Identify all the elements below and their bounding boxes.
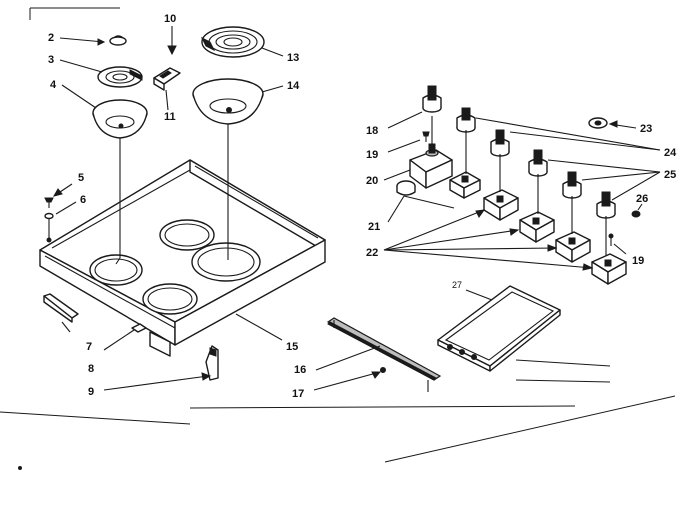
callout-22: 22 xyxy=(366,247,378,259)
oven-thermostat xyxy=(409,143,453,189)
callout-25: 25 xyxy=(664,169,676,181)
control-knob-b xyxy=(490,129,510,157)
callout-7: 7 xyxy=(86,341,92,353)
clip xyxy=(131,323,147,333)
screw-17 xyxy=(380,367,386,373)
thermostat-ring xyxy=(396,180,416,196)
control-knob-c xyxy=(528,149,548,177)
callout-15: 15 xyxy=(286,341,298,353)
small-surface-element xyxy=(97,66,143,88)
washer-6 xyxy=(44,212,54,220)
callout-2: 2 xyxy=(48,32,54,44)
knob-insert xyxy=(588,117,608,129)
callout-18: 18 xyxy=(366,125,378,137)
control-glass xyxy=(437,285,561,372)
callout-numbers: 2 3 4 10 11 13 14 5 6 7 8 9 15 16 17 18 … xyxy=(48,13,677,400)
large-drip-bowl xyxy=(192,78,264,125)
callout-11: 11 xyxy=(164,111,176,123)
screw-19-bottom xyxy=(608,233,614,246)
callout-3: 3 xyxy=(48,54,54,66)
trim-strip xyxy=(326,317,442,392)
callout-21: 21 xyxy=(368,221,380,233)
callout-4: 4 xyxy=(50,79,57,91)
screw-19-top xyxy=(422,131,430,142)
control-knob-e xyxy=(596,191,616,219)
callout-14: 14 xyxy=(287,80,300,92)
control-knob-18 xyxy=(422,85,442,113)
callout-23: 23 xyxy=(640,123,652,135)
control-bracket xyxy=(205,345,219,381)
infinite-switch-b xyxy=(483,189,519,221)
scan-marks xyxy=(0,7,676,470)
cooktop-panel xyxy=(39,159,326,357)
small-drip-bowl xyxy=(92,99,148,139)
callout-26: 26 xyxy=(636,193,648,205)
callout-24: 24 xyxy=(664,147,677,159)
control-knob-d xyxy=(562,171,582,199)
infinite-switch-e xyxy=(591,253,627,285)
element-cap xyxy=(109,35,127,46)
callout-17: 17 xyxy=(292,388,304,400)
terminal-block xyxy=(153,67,181,91)
knob-insert-26 xyxy=(631,210,641,218)
screw-small xyxy=(46,237,52,243)
infinite-switch-c xyxy=(519,211,555,243)
infinite-switch-a xyxy=(449,171,481,199)
callout-19-top: 19 xyxy=(366,149,378,161)
control-knob-a xyxy=(456,107,476,133)
callout-10: 10 xyxy=(164,13,176,25)
callout-8: 8 xyxy=(88,363,94,375)
leader-lines xyxy=(48,26,661,391)
callout-6: 6 xyxy=(80,194,86,206)
callout-5: 5 xyxy=(78,172,84,184)
callout-20: 20 xyxy=(366,175,378,187)
infinite-switch-d xyxy=(555,231,591,263)
large-surface-element xyxy=(200,26,265,58)
callout-19-bottom: 19 xyxy=(632,255,644,267)
callout-16: 16 xyxy=(294,364,306,376)
callout-9: 9 xyxy=(88,386,94,398)
callout-27: 27 xyxy=(452,280,462,290)
callout-13: 13 xyxy=(287,52,299,64)
screw-5 xyxy=(44,197,54,208)
bracket xyxy=(43,293,79,323)
